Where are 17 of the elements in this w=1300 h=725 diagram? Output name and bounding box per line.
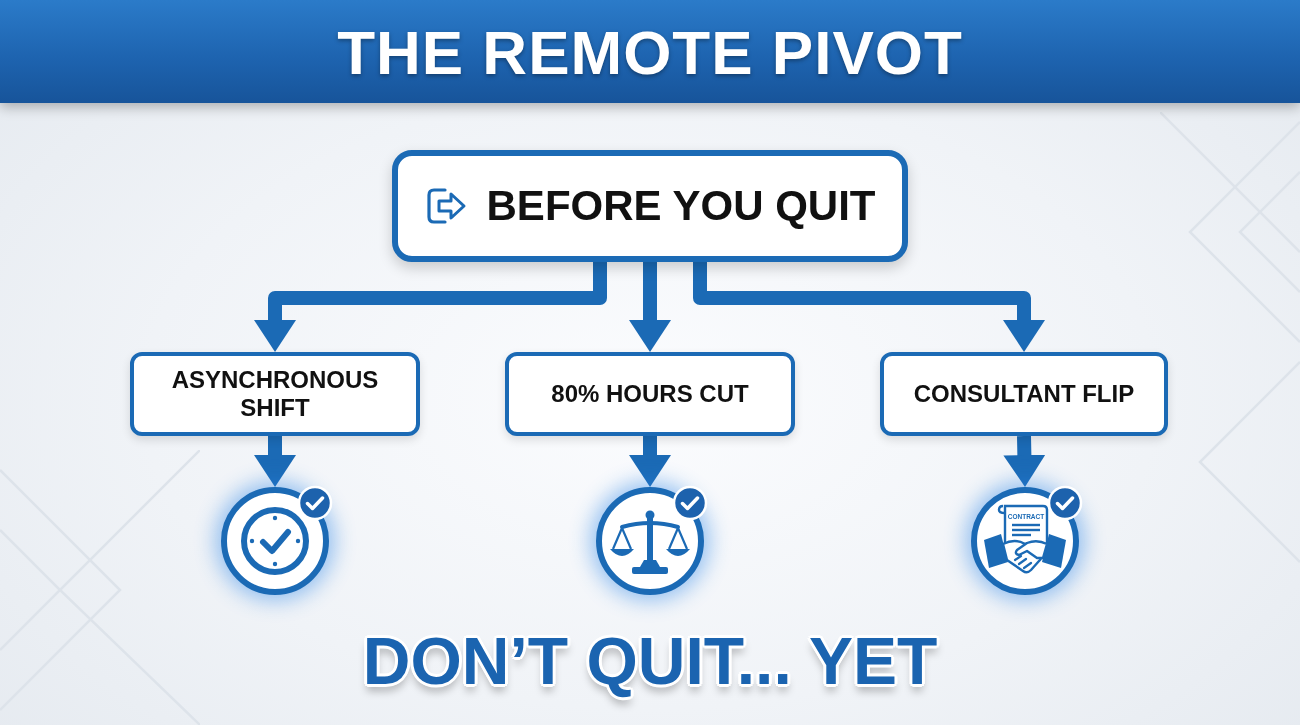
arrow	[629, 262, 671, 352]
arrow	[1003, 435, 1046, 488]
arrow	[254, 436, 296, 487]
icon-circle	[596, 487, 704, 595]
icon-circle	[221, 487, 329, 595]
box-label: ASYNCHRONOUS SHIFT	[170, 366, 380, 422]
process-box	[130, 352, 420, 436]
arrow	[254, 262, 607, 352]
process-box	[880, 352, 1168, 436]
box-label: BEFORE YOU QUIT	[486, 183, 876, 229]
start-box	[392, 150, 908, 262]
box-label: CONSULTANT FLIP	[913, 380, 1135, 408]
box-label: 80% HOURS CUT	[551, 380, 749, 408]
title-text: THE REMOTE PIVOT	[337, 22, 963, 84]
arrow	[629, 436, 671, 487]
arrow	[693, 262, 1045, 352]
process-box	[505, 352, 795, 436]
